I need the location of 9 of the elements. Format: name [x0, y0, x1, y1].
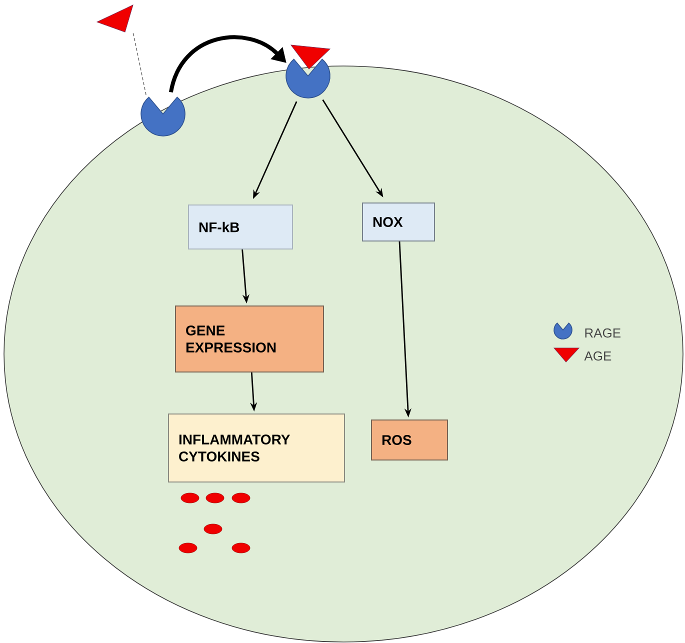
text-box: GENE EXPRESSION: [175, 306, 324, 372]
text-box: INFLAMMATORY CYTOKINES: [168, 414, 345, 482]
text-box: NOX: [362, 202, 435, 242]
legend-label: RAGE: [585, 328, 620, 338]
text-box: NF-kB: [188, 204, 293, 250]
legend-label: AGE: [584, 351, 612, 361]
text-box: ROS: [371, 420, 448, 460]
bound-receptor-symbol: [286, 44, 330, 98]
age-triangle: [96, 4, 134, 32]
